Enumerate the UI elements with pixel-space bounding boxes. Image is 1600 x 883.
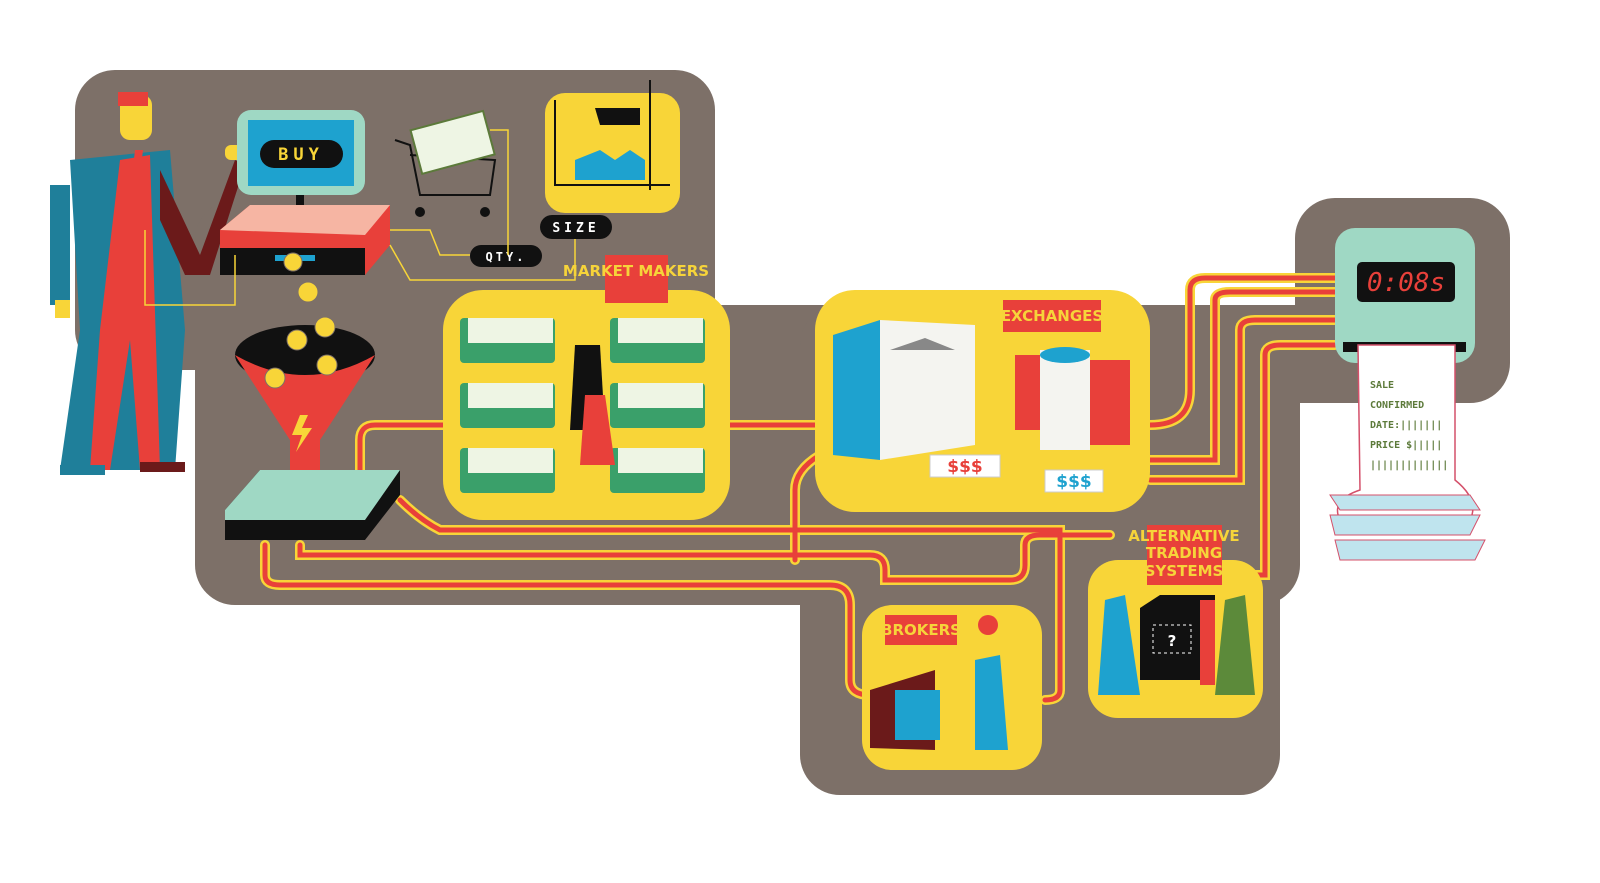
buy-terminal: BUY xyxy=(220,110,390,275)
shopping-cart-icon xyxy=(394,109,497,217)
size-tag: SIZE xyxy=(540,215,612,239)
svg-text:?: ? xyxy=(1168,632,1177,650)
svg-text:SYSTEMS: SYSTEMS xyxy=(1145,562,1224,580)
signal-wires xyxy=(144,129,576,306)
market-makers-label: MARKET MAKERS xyxy=(563,262,709,280)
svg-text:TRADING: TRADING xyxy=(1146,544,1222,562)
exchanges-label: EXCHANGES xyxy=(1001,307,1103,325)
order-funnel xyxy=(225,252,400,540)
svg-text:PRICE $|||||: PRICE $||||| xyxy=(1370,440,1442,451)
svg-text:SALE: SALE xyxy=(1370,380,1394,391)
svg-text:SIZE: SIZE xyxy=(552,221,599,236)
receipt-text: SALE CONFIRMED DATE:||||||| PRICE $|||||… xyxy=(1370,380,1448,471)
factory-size-chart xyxy=(545,80,680,213)
qty-tag: QTY. xyxy=(470,245,542,267)
exchanges-panel: $$$ $$$ EXCHANGES xyxy=(815,290,1150,512)
trader-figure xyxy=(50,92,250,475)
svg-text:$$$: $$$ xyxy=(1056,472,1092,492)
svg-text:ALTERNATIVE: ALTERNATIVE xyxy=(1128,527,1239,545)
confirmation-terminal: 0:08s SALE CONFIRMED DATE:||||||| PRICE … xyxy=(1329,228,1486,561)
svg-text:QTY.: QTY. xyxy=(486,250,527,264)
brokers-panel: BROKERS xyxy=(862,605,1042,770)
buy-label: BUY xyxy=(278,145,324,165)
svg-text:$$$: $$$ xyxy=(947,457,983,477)
brokers-label: BROKERS xyxy=(881,621,961,639)
svg-text:CONFIRMED: CONFIRMED xyxy=(1370,400,1424,411)
market-makers-panel: MARKET MAKERS xyxy=(443,255,730,520)
ats-panel: ALTERNATIVE TRADING SYSTEMS ? xyxy=(1088,525,1263,718)
svg-text:|||||||||||||: ||||||||||||| xyxy=(1370,460,1448,471)
elapsed-timer: 0:08s xyxy=(1367,268,1445,298)
svg-text:DATE:|||||||: DATE:||||||| xyxy=(1370,420,1442,431)
order-routes xyxy=(260,273,1340,705)
